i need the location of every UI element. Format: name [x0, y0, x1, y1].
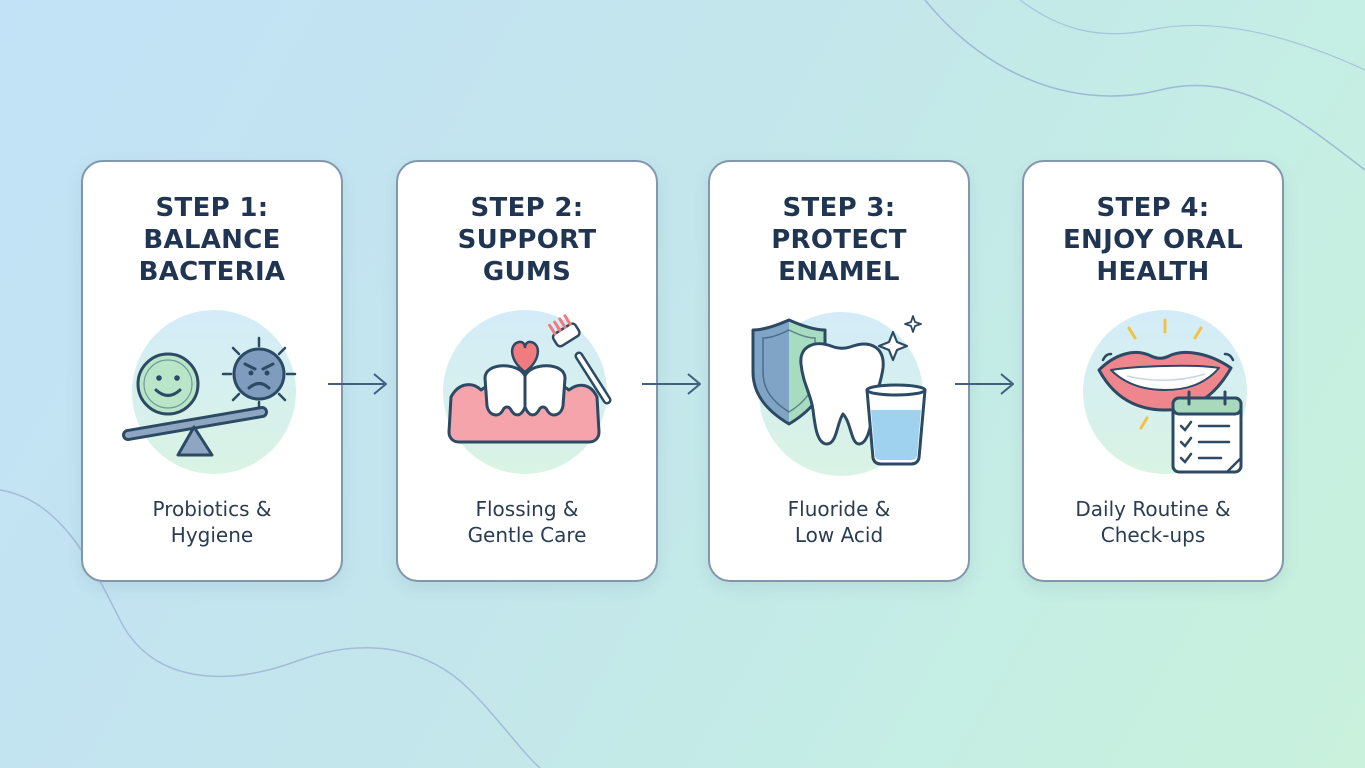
arrow-right-icon — [642, 373, 701, 395]
step-title-line: ENAMEL — [778, 257, 900, 287]
step-description-line: Hygiene — [170, 523, 254, 547]
step-title-line: BACTERIA — [138, 257, 286, 287]
shield-tooth-water-icon — [751, 312, 927, 476]
step-title: STEP 2: SUPPORT GUMS — [398, 192, 656, 288]
step-description-line: Fluoride & — [787, 497, 891, 521]
step-card-4: STEP 4: ENJOY ORAL HEALTH — [1022, 160, 1284, 582]
step-title-line: SUPPORT — [457, 225, 597, 255]
step-description: Flossing & Gentle Care — [398, 496, 656, 548]
step-description: Daily Routine & Check-ups — [1024, 496, 1282, 548]
balance-bacteria-icon — [122, 310, 297, 474]
step-title-line: ENJOY ORAL — [1062, 225, 1244, 255]
step-card-1: STEP 1: BALANCE BACTERIA — [81, 160, 343, 582]
step-title-line: GUMS — [482, 257, 572, 287]
step-number: STEP 1: — [155, 193, 269, 223]
gums-toothbrush-icon — [443, 310, 612, 474]
step-description-line: Check-ups — [1100, 523, 1206, 547]
step-number: STEP 2: — [470, 193, 584, 223]
step-title: STEP 3: PROTECT ENAMEL — [710, 192, 968, 288]
step-description: Probiotics & Hygiene — [83, 496, 341, 548]
arrow-right-icon — [955, 373, 1014, 395]
step-number: STEP 3: — [782, 193, 896, 223]
step-description-line: Flossing & — [475, 497, 579, 521]
step-title-line: BALANCE — [143, 225, 281, 255]
step-title-line: HEALTH — [1096, 257, 1210, 287]
step-description-line: Probiotics & — [152, 497, 272, 521]
step-description: Fluoride & Low Acid — [710, 496, 968, 548]
step-title: STEP 1: BALANCE BACTERIA — [83, 192, 341, 288]
step-title-line: PROTECT — [771, 225, 907, 255]
step-card-3: STEP 3: PROTECT ENAMEL Fluoride & — [708, 160, 970, 582]
arrow-right-icon — [328, 373, 387, 395]
step-number: STEP 4: — [1096, 193, 1210, 223]
step-description-line: Low Acid — [794, 523, 884, 547]
step-description-line: Daily Routine & — [1075, 497, 1231, 521]
step-description-line: Gentle Care — [467, 523, 587, 547]
smile-calendar-icon — [1083, 310, 1247, 474]
step-card-2: STEP 2: SUPPORT GUMS — [396, 160, 658, 582]
step-title: STEP 4: ENJOY ORAL HEALTH — [1024, 192, 1282, 288]
